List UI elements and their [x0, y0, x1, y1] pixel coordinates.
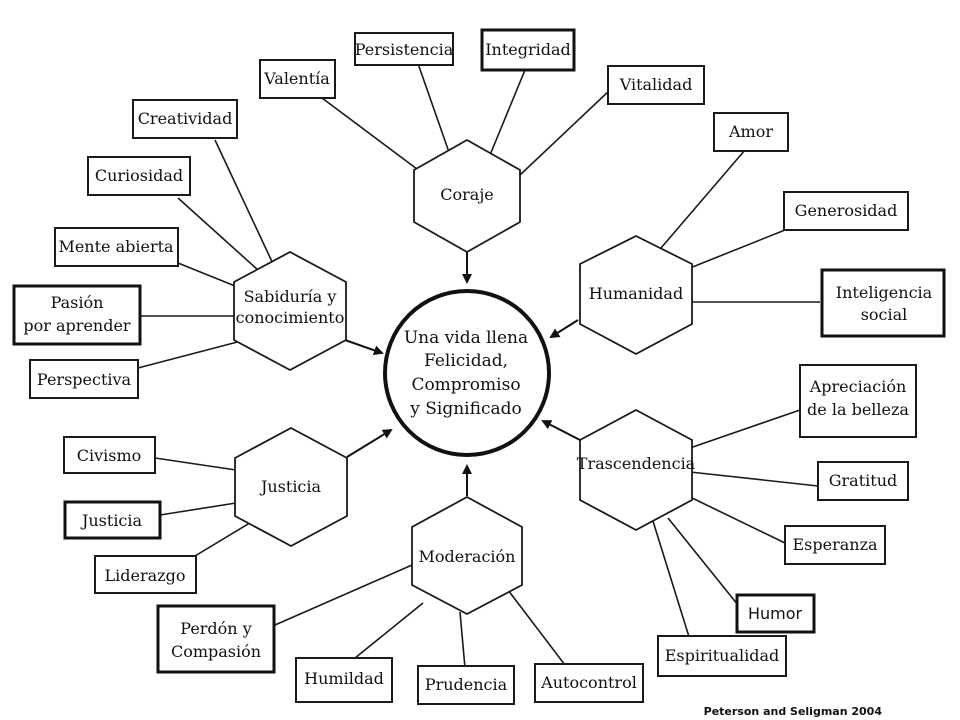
strength-persistencia-label: Persistencia — [355, 40, 454, 59]
strength-liderazgo-label: Liderazgo — [105, 566, 186, 585]
virtue-humanidad-label: Humanidad — [589, 284, 683, 303]
strength-esperanza-label: Esperanza — [792, 535, 878, 554]
strength-inteligencia-social-label-1: Inteligencia — [836, 283, 933, 302]
strength-vitalidad-label: Vitalidad — [619, 75, 693, 94]
center-line-3: Compromiso — [411, 375, 520, 395]
virtue-sabiduria-label-2: conocimiento — [236, 308, 345, 327]
strength-esperanza: Esperanza — [784, 525, 886, 565]
arrow-sabiduria — [344, 339, 384, 356]
virtue-moderacion: Moderación — [411, 495, 523, 616]
strength-pasion-label-1: Pasión — [51, 293, 104, 312]
strength-apreciacion-label-2: de la belleza — [807, 400, 909, 419]
strength-humildad-label: Humildad — [304, 669, 384, 688]
hexagon-moderacion — [411, 495, 523, 616]
virtue-sabiduria: Sabiduría y conocimiento — [233, 250, 347, 372]
strength-espiritualidad-label: Espiritualidad — [665, 646, 780, 665]
strength-prudencia: Prudencia — [417, 665, 515, 705]
strength-perdon-label-1: Perdón y — [180, 619, 251, 638]
virtue-justicia-label: Justicia — [259, 477, 322, 496]
hexagon-justicia — [234, 426, 348, 548]
strength-prudencia-label: Prudencia — [425, 675, 508, 694]
strength-autocontrol-label: Autocontrol — [540, 673, 637, 692]
strength-pasion-por-aprender: Pasión por aprender — [12, 284, 142, 346]
center-line-2: Felicidad, — [424, 351, 508, 371]
strength-creatividad: Creatividad — [132, 99, 238, 139]
strength-justicia-label: Justicia — [80, 511, 143, 530]
arrows — [344, 242, 581, 496]
strength-curiosidad: Curiosidad — [87, 156, 191, 196]
virtue-coraje: Coraje — [413, 138, 521, 254]
strength-integridad: Integridad — [480, 28, 576, 72]
virtue-trascendencia-label: Trascendencia — [577, 454, 696, 473]
strength-perspectiva-label: Perspectiva — [37, 370, 132, 389]
arrow-trascendencia — [541, 420, 581, 441]
virtue-humanidad: Humanidad — [579, 234, 693, 356]
virtue-coraje-label: Coraje — [440, 185, 494, 204]
strength-pasion-label-2: por aprender — [23, 316, 131, 335]
strength-liderazgo: Liderazgo — [94, 555, 197, 594]
strength-perdon-compasion: Perdón y Compasión — [156, 604, 276, 674]
strength-generosidad: Generosidad — [783, 191, 909, 231]
strength-civismo: Civismo — [63, 436, 156, 474]
strength-humor: Humor — [735, 593, 816, 634]
center-line-1: Una vida llena — [404, 328, 528, 348]
strength-creatividad-label: Creatividad — [138, 109, 233, 128]
strength-curiosidad-label: Curiosidad — [95, 166, 183, 185]
strength-apreciacion-label-1: Apreciación — [809, 377, 907, 396]
strength-mente-abierta-label: Mente abierta — [58, 237, 174, 256]
center-circle — [383, 289, 551, 457]
hexagon-humanidad — [579, 234, 693, 356]
strength-mente-abierta: Mente abierta — [54, 227, 179, 267]
strength-valentia-label: Valentía — [263, 69, 330, 88]
strength-espiritualidad: Espiritualidad — [657, 635, 787, 677]
virtue-sabiduria-label-1: Sabiduría y — [244, 287, 337, 306]
hexagon-trascendencia — [579, 408, 693, 532]
strength-gratitud-label: Gratitud — [829, 471, 898, 490]
center-node: Una vida llena Felicidad, Compromiso y S… — [383, 289, 551, 457]
arrow-justicia — [346, 428, 393, 458]
hexagon-coraje — [413, 138, 521, 254]
strength-perdon-label-2: Compasión — [171, 642, 261, 661]
center-line-4: y Significado — [409, 399, 521, 419]
strength-inteligencia-social-label-2: social — [861, 305, 908, 324]
strength-civismo-label: Civismo — [77, 446, 142, 465]
strength-persistencia: Persistencia — [354, 32, 454, 66]
connector-lines — [137, 54, 820, 669]
strength-justicia: Justicia — [63, 500, 162, 540]
virtue-justicia: Justicia — [234, 426, 348, 548]
strength-perspectiva: Perspectiva — [29, 359, 139, 399]
strength-humildad: Humildad — [295, 657, 393, 703]
strength-valentia: Valentía — [259, 59, 336, 99]
arrow-humanidad — [549, 319, 579, 339]
virtue-trascendencia: Trascendencia — [577, 408, 696, 532]
citation-credit: Peterson and Seligman 2004 — [704, 705, 883, 718]
hexagon-sabiduria — [233, 250, 347, 372]
strength-integridad-label: Integridad — [485, 40, 571, 59]
strength-autocontrol: Autocontrol — [534, 663, 644, 703]
strength-vitalidad: Vitalidad — [607, 65, 705, 105]
strength-gratitud: Gratitud — [817, 461, 909, 501]
strength-humor-label: Humor — [748, 604, 803, 623]
strength-amor: Amor — [713, 112, 789, 152]
strength-generosidad-label: Generosidad — [795, 201, 898, 220]
strength-amor-label: Amor — [728, 122, 773, 141]
strength-apreciacion: Apreciación de la belleza — [799, 364, 917, 438]
strength-inteligencia-social: Inteligencia social — [820, 268, 946, 338]
virtue-moderacion-label: Moderación — [419, 547, 516, 566]
